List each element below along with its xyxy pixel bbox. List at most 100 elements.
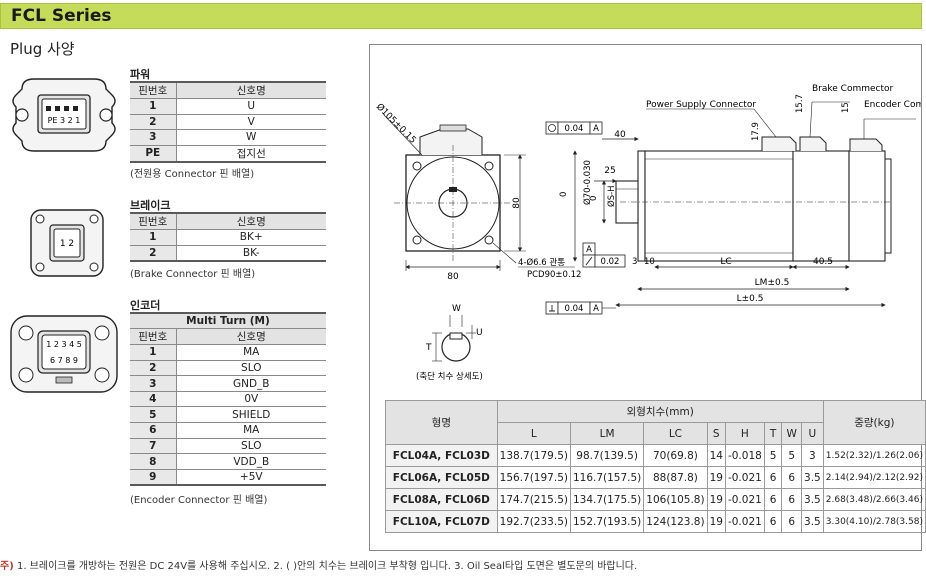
pin-no: 1	[130, 344, 177, 361]
col-lm: LM	[569, 422, 645, 445]
side-view	[615, 136, 892, 262]
dim-17-9: 17.9	[751, 122, 761, 141]
dim-l: L±0.5	[737, 294, 764, 304]
signal-name: VDD_B	[176, 453, 326, 470]
dim-40: 40	[614, 130, 626, 140]
signal-name: 0V	[176, 391, 326, 408]
signal-name: BK-	[176, 245, 326, 262]
col-s: S	[706, 422, 726, 445]
cell-l: 174.7(215.5)	[496, 488, 571, 511]
table-row: FCL06A, FCL05D 156.7(197.5) 116.7(157.5)…	[385, 466, 926, 489]
dim-phi105: Ø105±0.15	[374, 101, 418, 145]
cell-t: 6	[763, 488, 783, 511]
cell-u: 3	[801, 444, 824, 467]
brake-connector-label: Brake Commector	[812, 84, 894, 94]
pin-no: 2	[130, 360, 177, 377]
col-outline: 외형치수(mm)	[496, 400, 824, 423]
cell-u: 3.5	[801, 466, 824, 489]
series-title: FCL Series	[11, 6, 112, 26]
cell-t: 6	[763, 466, 783, 489]
plug-spec-title: Plug 사양	[10, 40, 75, 58]
cell-s: 19	[706, 466, 726, 489]
cell-weight: 2.14(2.94)/2.12(2.92)	[822, 466, 926, 489]
datum-a-label: A	[586, 245, 592, 255]
encoder-label: 인코더	[130, 299, 161, 312]
col-lc: LC	[643, 422, 708, 445]
col-weight: 중량(kg)	[822, 400, 926, 445]
footnote-text: 1. 브레이크를 개방하는 전원은 DC 24V를 사용해 주십시오. 2. (…	[13, 561, 638, 572]
cell-t: 6	[763, 510, 783, 533]
cell-l: 156.7(197.5)	[496, 466, 571, 489]
cell-model: FCL10A, FCL07D	[385, 510, 498, 533]
cell-l: 138.7(179.5)	[496, 444, 571, 467]
footnote-mark: 주)	[0, 561, 14, 572]
pcd-note: PCD90±0.12	[527, 270, 581, 280]
dim-lc: LC	[720, 257, 731, 267]
cell-u: 3.5	[801, 488, 824, 511]
brake-connector-pin-labels: 1 2	[60, 239, 74, 249]
dim-80-vertical: 80	[512, 197, 522, 209]
pin-no: 1	[130, 229, 177, 246]
cell-w: 6	[781, 466, 803, 489]
signal-name: SLO	[176, 438, 326, 455]
col-u: U	[801, 422, 824, 445]
cell-lm: 152.7(193.5)	[569, 510, 645, 533]
table-row: 9+5V	[130, 469, 326, 486]
dim-40-5: 40.5	[813, 257, 833, 267]
brake-connector-illustration: 1 2	[30, 209, 104, 277]
encoder-caption: (Encoder Connector 핀 배열)	[130, 495, 268, 506]
pin-no: 7	[130, 438, 177, 455]
power-caption: (전원용 Connector 핀 배열)	[130, 169, 255, 180]
front-view	[394, 124, 512, 263]
power-label: 파워	[130, 68, 151, 81]
cell-weight: 2.68(3.48)/2.66(3.46)	[822, 488, 926, 511]
signal-name: W	[176, 129, 326, 146]
col-t: T	[763, 422, 783, 445]
cell-w: 6	[781, 510, 803, 533]
cell-lc: 124(123.8)	[643, 510, 708, 533]
pin-no: PE	[130, 145, 177, 163]
power-supply-connector-label: Power Supply Connector	[646, 100, 756, 110]
dim-phi70: Ø70-0.030	[582, 160, 593, 205]
cell-h: -0.021	[724, 510, 765, 533]
signal-name: SLO	[176, 360, 326, 377]
runout-tolerance: 0.02	[601, 257, 620, 267]
signal-name: MA	[176, 422, 326, 439]
signal-name: 접지선	[176, 145, 326, 163]
encoder-connector-top-labels: 1 2 3 4 5	[46, 340, 82, 349]
dim-phis-zero: 0	[589, 196, 599, 201]
cell-l: 192.7(233.5)	[496, 510, 571, 533]
shaft-detail-caption: (축단 치수 상세도)	[416, 371, 483, 382]
dimension-drawing-frame	[369, 44, 922, 551]
pin-no: 3	[130, 129, 177, 146]
pin-no: 2	[130, 245, 177, 262]
cell-lm: 98.7(139.5)	[569, 444, 645, 467]
cell-lm: 134.7(175.5)	[569, 488, 645, 511]
dim-25: 25	[604, 166, 615, 176]
brake-col-signal: 신호명	[176, 212, 326, 230]
cell-model: FCL04A, FCL03D	[385, 444, 498, 467]
brake-col-pin-no: 핀번호	[130, 212, 177, 230]
holes-note: 4-Ø6.6 관통	[518, 257, 565, 268]
pin-no: 3	[130, 375, 177, 392]
dim-phi70-zero: 0	[559, 192, 569, 197]
cell-s: 19	[706, 488, 726, 511]
cell-s: 19	[706, 510, 726, 533]
signal-name: U	[176, 98, 326, 115]
key-t-label: T	[425, 343, 432, 353]
cell-s: 14	[706, 444, 726, 467]
footnote: 주) 1. 브레이크를 개방하는 전원은 DC 24V를 사용해 주십시오. 2…	[0, 557, 637, 572]
key-w-label: W	[452, 304, 461, 314]
table-row: FCL08A, FCL06D 174.7(215.5) 134.7(175.5)…	[385, 488, 926, 511]
encoder-connector-bottom-labels: 6 7 8 9	[50, 356, 78, 365]
pin-no: 5	[130, 406, 177, 424]
col-h: H	[724, 422, 765, 445]
signal-name: GND_B	[176, 375, 326, 392]
